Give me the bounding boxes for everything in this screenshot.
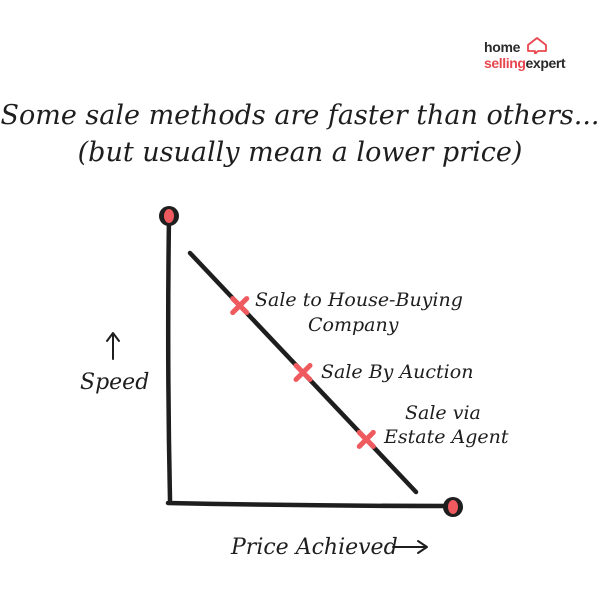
headline-line-1: Some sale methods are faster than others… [0,100,600,131]
x-axis-endpoint [443,497,463,517]
logo-text-sellingexpert: sellingexpert [484,55,566,71]
point-label-estate-agent-1: Sale via [405,402,481,424]
x-axis [165,500,455,509]
brand-logo: home sellingexpert [478,36,578,76]
point-label-house-buying-2: Company [308,314,399,336]
house-chat-icon [527,37,547,54]
marker-house-buying [230,296,250,316]
point-label-auction: Sale By Auction [321,361,473,383]
headline-line-2: (but usually mean a lower price) [77,137,523,168]
point-label-estate-agent-2: Estate Agent [383,426,509,448]
y-axis-up-arrow [106,332,120,360]
marker-estate-agent [356,429,376,449]
point-label-house-buying-1: Sale to House-Buying [255,289,463,311]
logo-text-expert: expert [525,55,566,71]
logo-text-home: home [484,39,521,55]
y-axis-label: Speed [80,370,149,395]
marker-auction [293,363,313,382]
logo-text-selling: selling [484,55,526,71]
y-axis-endpoint [159,206,179,226]
x-axis-right-arrow [392,540,428,554]
x-axis-label: Price Achieved [230,535,398,560]
y-axis [165,213,173,503]
